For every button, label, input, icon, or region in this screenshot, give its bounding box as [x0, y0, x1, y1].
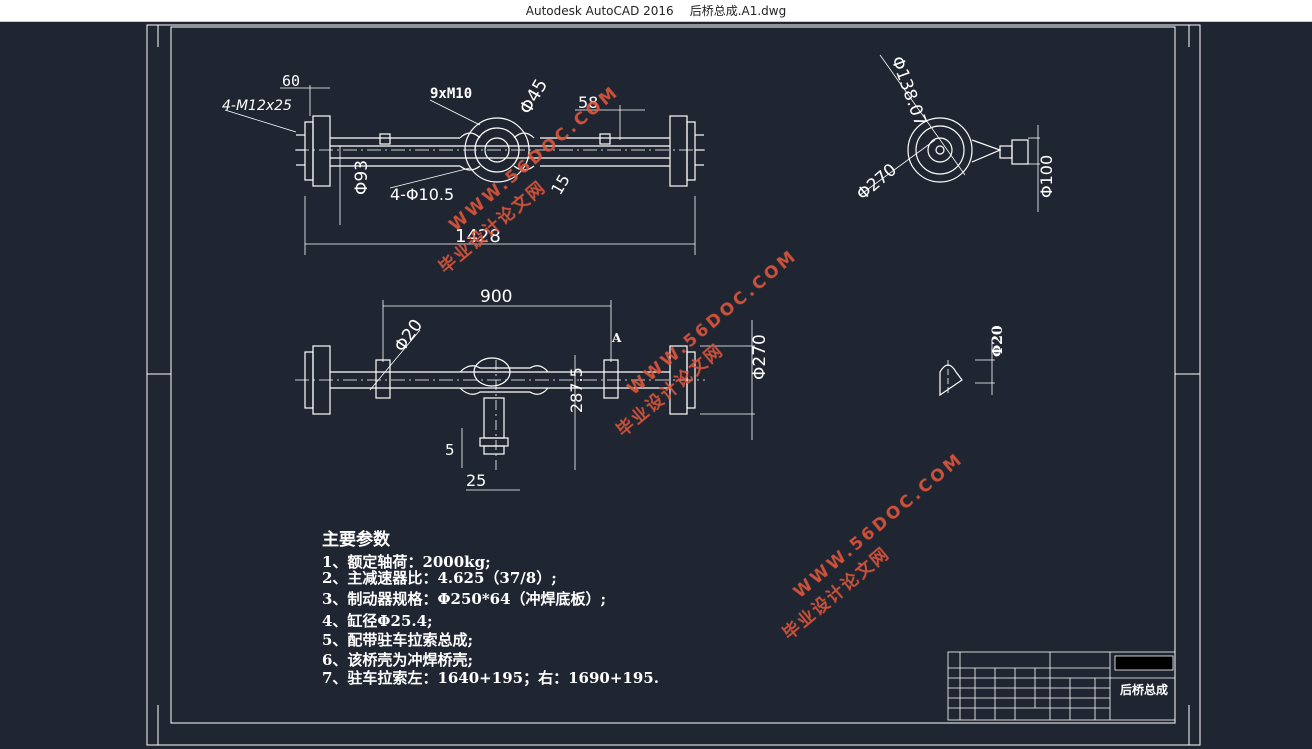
note-item: 4、缸径Φ25.4;	[322, 612, 433, 630]
front-view	[224, 85, 705, 255]
dim-length: 1428	[455, 226, 501, 247]
dim-d270-bottom: Φ270	[750, 334, 770, 380]
drawing-frame	[146, 24, 1201, 746]
dim-bolt: 4-M12x25	[222, 98, 292, 114]
window-titlebar: Autodesk AutoCAD 2016 后桥总成.A1.dwg	[0, 0, 1312, 22]
technical-notes: 主要参数 1、额定轴荷：2000kg; 2、主减速器比：4.625（37/8）;…	[322, 529, 659, 687]
drawing-name: 后桥总成	[1120, 682, 1168, 697]
dim-section-d20: Φ20	[990, 325, 1006, 357]
title-block	[947, 651, 1176, 721]
note-item: 7、驻车拉索左：1640+195；右：1690+195.	[322, 669, 659, 687]
dim-25: 25	[466, 471, 486, 490]
notes-title: 主要参数	[322, 529, 391, 550]
dim-small-holes: 4-Φ10.5	[390, 185, 454, 204]
note-item: 5、配带驻车拉索总成;	[322, 631, 473, 649]
file-name: 后桥总成.A1.dwg	[689, 4, 787, 18]
note-item: 3、制动器规格：Φ250*64（冲焊底板）;	[322, 590, 606, 608]
note-item: 6、该桥壳为冲焊桥壳;	[322, 651, 473, 669]
dim-287: 287.5	[567, 367, 586, 413]
front-view-dimensions: 60 4-M12x25 9xM10 Φ45 58 Φ93 4-Φ10.5 15 …	[222, 72, 598, 247]
bottom-view	[295, 300, 755, 491]
dim-holes: 9xM10	[430, 86, 472, 102]
drawing-canvas[interactable]: 60 4-M12x25 9xM10 Φ45 58 Φ93 4-Φ10.5 15 …	[0, 22, 1312, 749]
note-item: 2、主减速器比：4.625（37/8）;	[322, 569, 557, 587]
dim-d100: Φ100	[1037, 155, 1056, 198]
dim-d93: Φ93	[352, 160, 372, 195]
note-item: 1、额定轴荷：2000kg;	[322, 553, 491, 571]
dim-900: 900	[480, 287, 512, 307]
section-aa-labels: Φ20	[990, 325, 1006, 357]
dim-5: 5	[445, 441, 455, 459]
section-aa	[939, 340, 995, 397]
dim-58: 58	[578, 93, 598, 112]
app-name: Autodesk AutoCAD 2016	[525, 3, 674, 18]
side-view	[859, 54, 1040, 212]
dim-60: 60	[282, 72, 300, 90]
section-mark-a: A	[611, 331, 622, 345]
